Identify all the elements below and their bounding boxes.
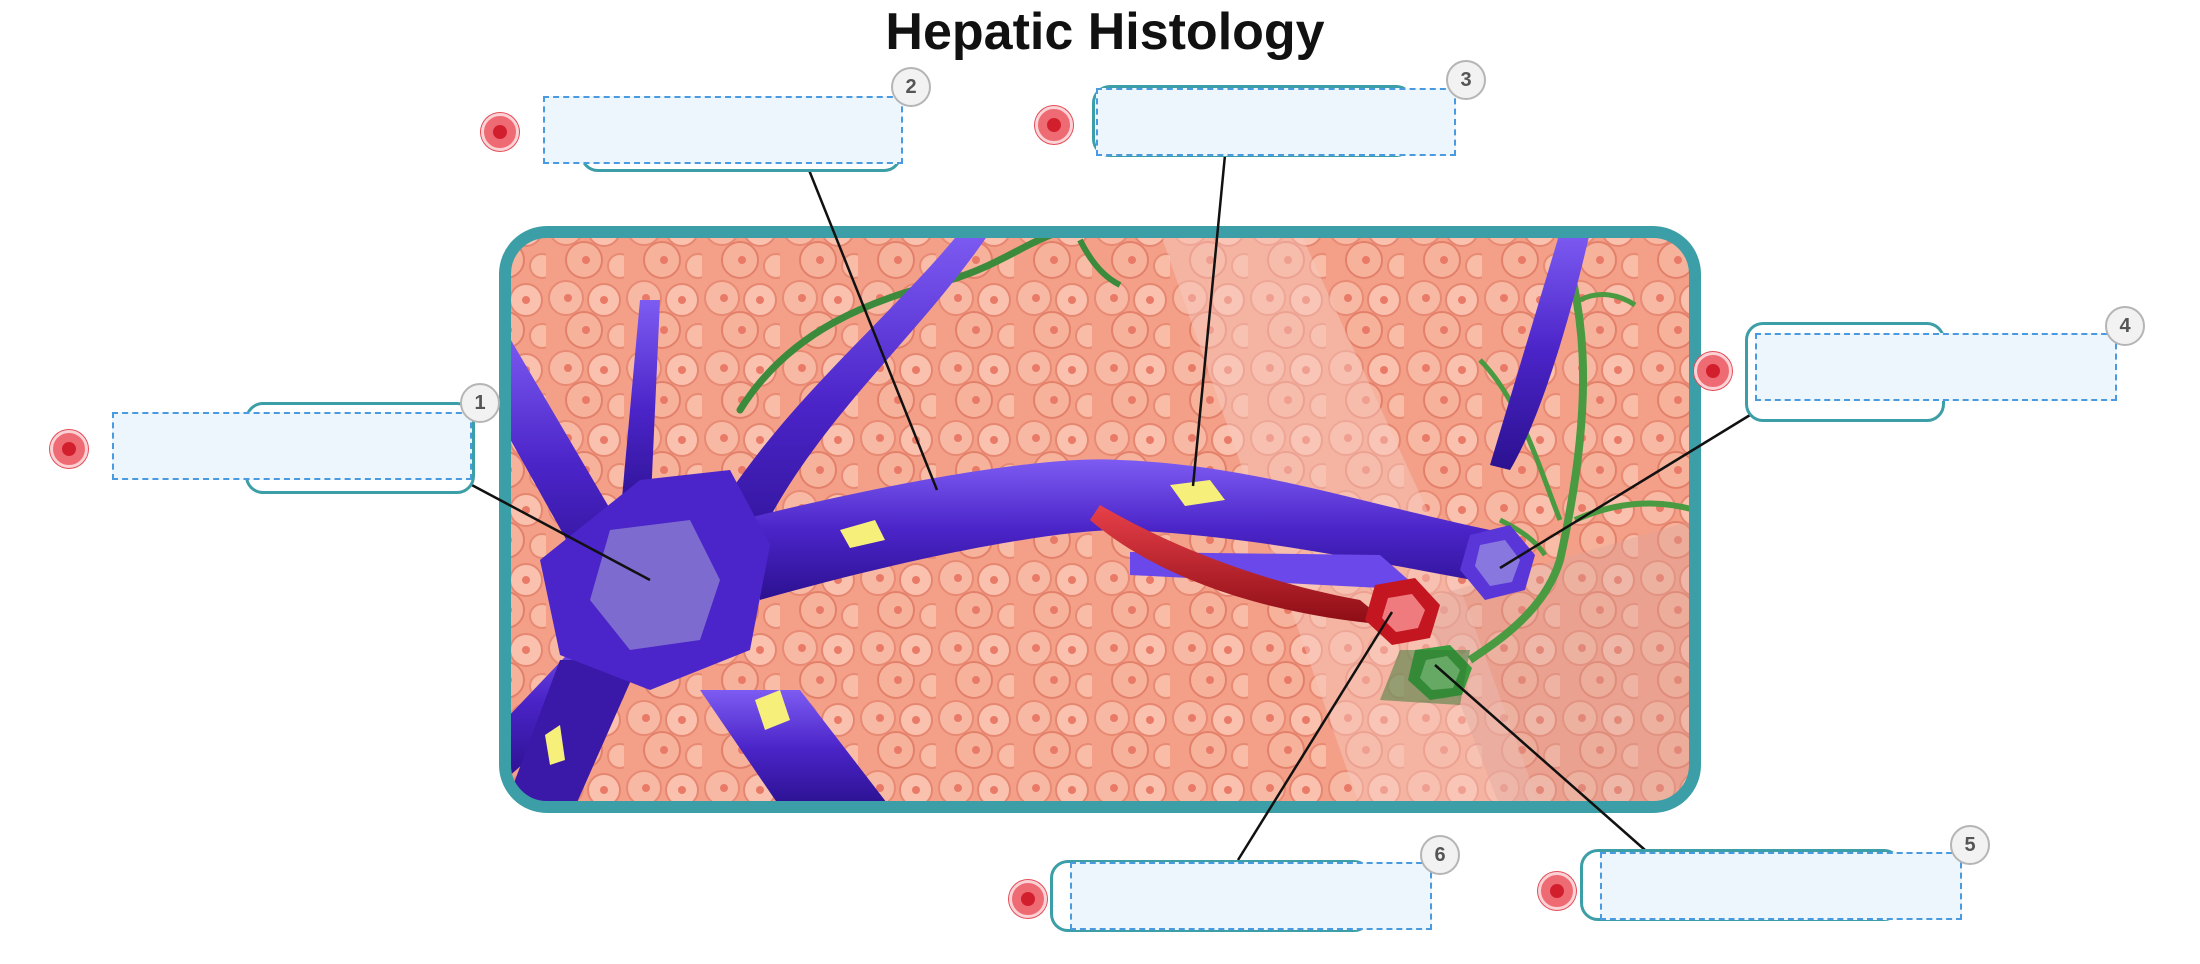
- number-badge-5: 5: [1950, 825, 1990, 865]
- number-badge-2: 2: [891, 67, 931, 107]
- target-pin-icon[interactable]: [1694, 352, 1732, 390]
- target-pin-icon[interactable]: [1538, 872, 1576, 910]
- label-dropzone-4[interactable]: [1755, 333, 2117, 401]
- target-pin-icon[interactable]: [481, 113, 519, 151]
- label-dropzone-3[interactable]: [1096, 88, 1456, 156]
- page-title: Hepatic Histology: [885, 3, 1325, 61]
- label-dropzone-6[interactable]: [1070, 862, 1432, 930]
- label-dropzone-5[interactable]: [1600, 852, 1962, 920]
- label-dropzone-1[interactable]: [112, 412, 472, 480]
- number-badge-6: 6: [1420, 835, 1460, 875]
- leader-lines: [467, 154, 1756, 861]
- label-dropzone-2[interactable]: [543, 96, 903, 164]
- target-pin-icon[interactable]: [1035, 106, 1073, 144]
- target-pin-icon[interactable]: [50, 430, 88, 468]
- number-badge-3: 3: [1446, 60, 1486, 100]
- number-badge-4: 4: [2105, 306, 2145, 346]
- number-badge-1: 1: [460, 383, 500, 423]
- target-pin-icon[interactable]: [1009, 880, 1047, 918]
